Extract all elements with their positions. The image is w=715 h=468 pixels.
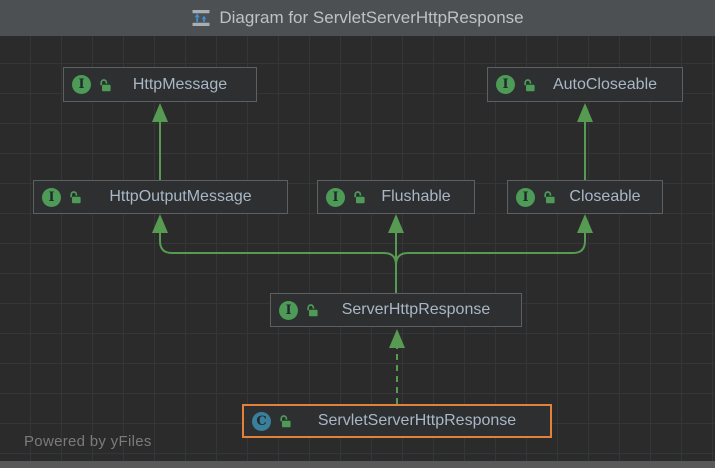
node-label: Closeable (569, 188, 641, 205)
public-open-lock-icon (542, 190, 556, 204)
node-label: AutoCloseable (552, 75, 658, 93)
node-label: Flushable (381, 188, 451, 205)
node-label: ServerHttpResponse (341, 301, 491, 318)
bottom-scrollbar[interactable] (0, 461, 715, 468)
public-open-lock-icon (68, 190, 82, 204)
node-servlet-server-http-response[interactable]: C ServletServerHttpResponse (242, 404, 552, 438)
yfiles-watermark: Powered by yFiles (24, 433, 152, 450)
node-closeable[interactable]: I Closeable (507, 180, 663, 214)
node-label: ServletServerHttpResponse (317, 412, 517, 429)
class-icon: C (252, 411, 271, 431)
window-titlebar[interactable]: Diagram for ServletServerHttpResponse (0, 0, 715, 36)
node-auto-closeable[interactable]: I AutoCloseable (487, 67, 683, 102)
window-title: Diagram for ServletServerHttpResponse (219, 8, 524, 27)
public-open-lock-icon (305, 303, 319, 317)
node-http-output-message[interactable]: I HttpOutputMessage (33, 180, 288, 214)
interface-icon: I (42, 187, 61, 207)
node-label: HttpMessage (132, 75, 228, 93)
interface-icon: I (279, 300, 298, 320)
node-label: HttpOutputMessage (109, 188, 252, 205)
node-http-message[interactable]: I HttpMessage (63, 67, 257, 102)
interface-icon: I (72, 75, 91, 94)
node-flushable[interactable]: I Flushable (317, 180, 475, 214)
node-server-http-response[interactable]: I ServerHttpResponse (270, 293, 522, 327)
uml-diagram-icon (191, 8, 211, 28)
interface-icon: I (516, 187, 535, 207)
public-open-lock-icon (98, 78, 112, 92)
public-open-lock-icon (522, 78, 536, 92)
interface-icon: I (326, 187, 345, 207)
public-open-lock-icon (278, 414, 292, 428)
public-open-lock-icon (352, 190, 366, 204)
interface-icon: I (496, 75, 515, 94)
